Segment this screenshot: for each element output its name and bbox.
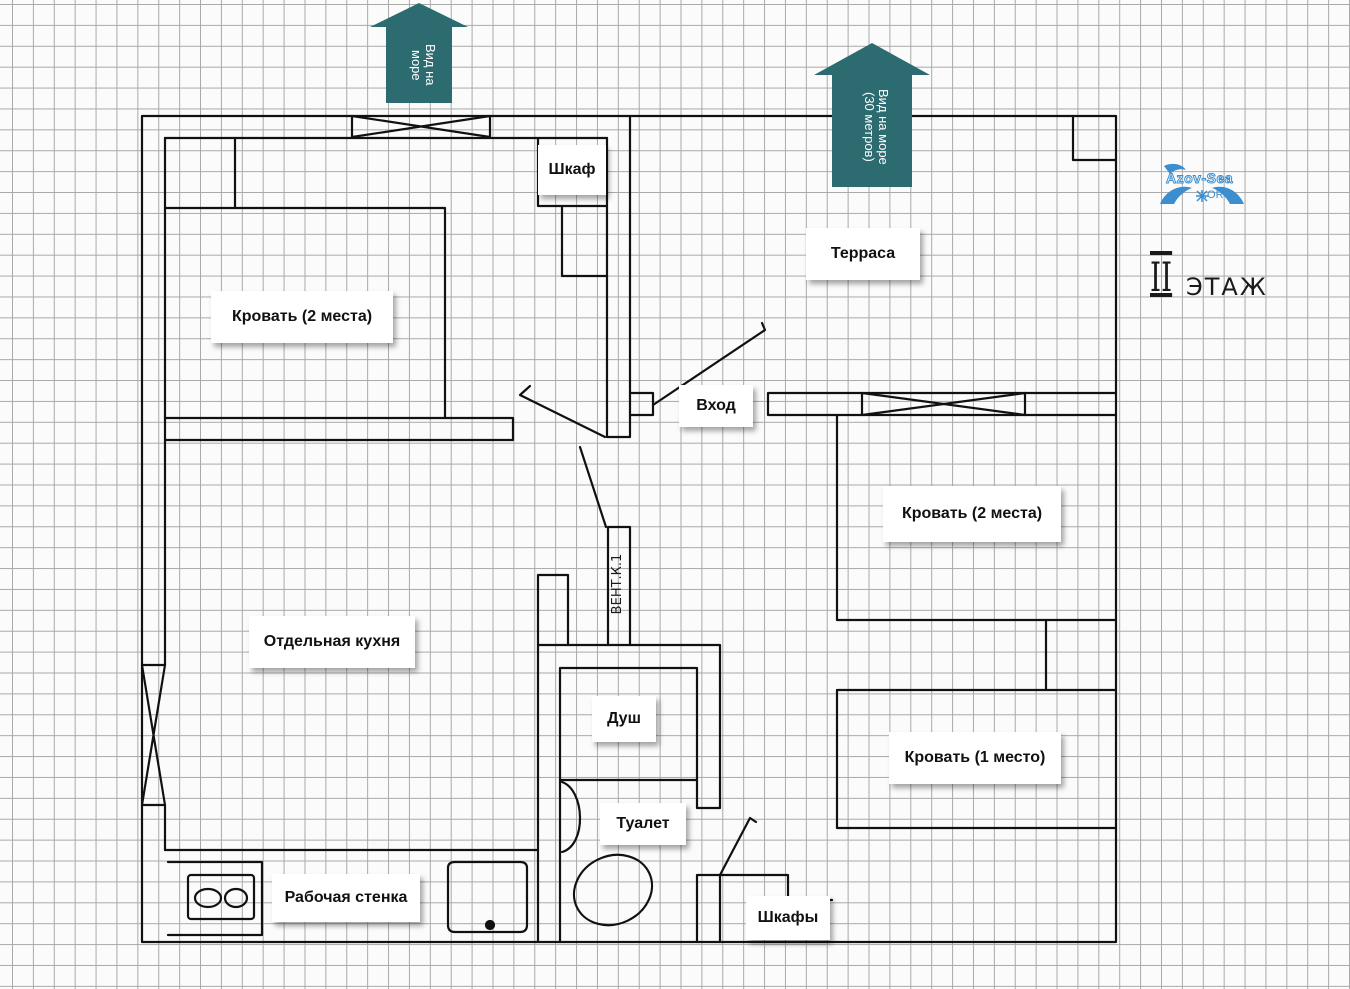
sea-view-arrow-left: Вид на море	[370, 3, 468, 103]
window-top	[350, 114, 492, 139]
arrow-up-icon	[814, 43, 930, 187]
single-bed	[835, 618, 1118, 830]
left-bedroom-bed	[163, 206, 447, 420]
arrow-up-icon	[370, 3, 468, 103]
floor-word: ЭТАЖ	[1186, 273, 1268, 301]
kitchen-counter	[163, 848, 540, 937]
sink-drain	[484, 919, 496, 931]
sea-view-text-right: Вид на море (30 метров)	[862, 89, 891, 165]
dolphin-logo-icon	[1160, 163, 1244, 204]
label-terrace: Терраса	[806, 228, 920, 280]
logo-name: Azov-Sea	[1165, 170, 1234, 187]
stove	[186, 873, 256, 921]
burner-2	[223, 887, 249, 909]
partition-wall	[605, 114, 632, 439]
right-bed	[835, 413, 1118, 622]
entrance-wall-left	[628, 391, 655, 417]
vent-label: ВЕНТ.К.1	[610, 553, 625, 615]
bathroom-top	[536, 643, 722, 944]
label-shower: Душ	[592, 696, 656, 742]
sea-view-text-left: Вид на море	[409, 44, 438, 86]
azov-sea-logo: Azov-Sea .ORG	[1152, 158, 1252, 210]
burner-1	[193, 887, 223, 909]
window-left	[140, 663, 167, 807]
window-right	[860, 391, 1027, 417]
logo-suffix: .ORG	[1204, 189, 1233, 201]
corner-box	[1071, 114, 1118, 162]
toilet-tank	[560, 780, 582, 854]
label-toilet: Туалет	[600, 803, 686, 845]
sink	[446, 860, 529, 934]
toilet-bowl	[572, 853, 654, 927]
sea-view-arrow-right: Вид на море (30 метров)	[814, 43, 930, 187]
door-bedroom	[518, 384, 607, 439]
right-bedroom-wall	[766, 391, 1118, 417]
label-bed-single: Кровать (1 место)	[889, 732, 1061, 784]
wardrobe-inner	[560, 204, 609, 278]
floor-numeral: II	[1150, 255, 1173, 301]
label-entrance: Вход	[679, 385, 753, 427]
door-entrance	[651, 321, 767, 407]
vent-column	[606, 525, 632, 647]
left-bedroom-wall-h	[163, 416, 515, 442]
label-bed-double-left: Кровать (2 места)	[211, 291, 393, 343]
label-work-wall: Рабочая стенка	[272, 874, 420, 922]
label-wardrobes: Шкафы	[746, 896, 830, 940]
label-wardrobe: Шкаф	[538, 145, 606, 195]
bathroom-outer	[536, 573, 570, 944]
door-wardrobes	[718, 816, 758, 877]
label-kitchen: Отдельная кухня	[249, 616, 415, 668]
door-hall	[578, 445, 608, 529]
label-bed-double-right: Кровать (2 места)	[883, 486, 1061, 542]
